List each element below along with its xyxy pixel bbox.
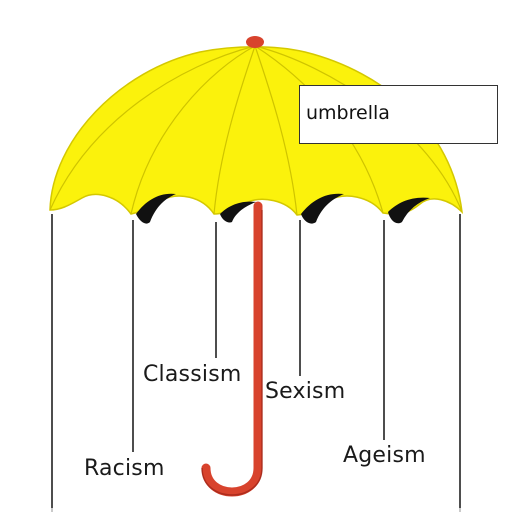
umbrella-label-text: umbrella	[306, 102, 390, 124]
pillar-lines	[51, 214, 461, 512]
label-racism: Racism	[84, 456, 165, 481]
label-classism: Classism	[143, 362, 242, 387]
label-sexism: Sexism	[265, 379, 346, 404]
umbrella-tip	[246, 36, 264, 48]
umbrella-label-box: umbrella	[299, 85, 498, 144]
canopy-shadows	[136, 193, 430, 224]
ground-strip	[0, 508, 512, 512]
label-ageism: Ageism	[343, 443, 426, 468]
umbrella-handle	[201, 201, 263, 497]
